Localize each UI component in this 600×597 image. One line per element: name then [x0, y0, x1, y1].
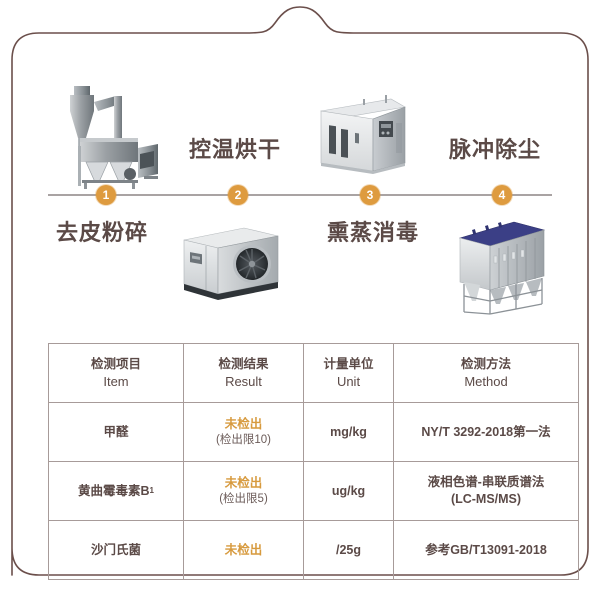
method-line-2: (LC-MS/MS): [450, 492, 522, 506]
header-method-en: Method: [464, 373, 508, 389]
table-row: 黄曲霉毒素B1 未检出 (检出限5) ug/kg 液相色谱-串联质谱法 (LC-…: [48, 461, 579, 521]
result-detection-limit: (检出限5): [219, 492, 268, 505]
step-badge-3[interactable]: 3: [360, 185, 380, 205]
step-badge-4[interactable]: 4: [492, 185, 512, 205]
header-cell-unit: 计量单位 Unit: [303, 343, 394, 403]
result-value: 未检出: [224, 475, 263, 490]
cell-item: 沙门氏菌: [48, 520, 184, 580]
grinder-machine-image: [58, 82, 168, 190]
header-unit-cn: 计量单位: [323, 356, 374, 371]
step-badge-1[interactable]: 1: [96, 185, 116, 205]
header-result-cn: 检测结果: [218, 356, 269, 371]
process-label-bottom-1: 去皮粉碎: [56, 220, 149, 245]
cell-method: NY/T 3292-2018第一法: [393, 402, 579, 462]
result-detection-limit: (检出限10): [216, 433, 271, 446]
method-line-1: 参考GB/T13091-2018: [425, 542, 547, 557]
cell-unit: /25g: [303, 520, 394, 580]
item-name: 黄曲霉毒素B: [78, 483, 150, 498]
header-unit-en: Unit: [336, 373, 361, 389]
result-value: 未检出: [224, 416, 263, 431]
header-item-cn: 检测项目: [90, 356, 141, 371]
result-value: 未检出: [224, 542, 263, 557]
header-cell-result: 检测结果 Result: [183, 343, 304, 403]
item-name: 沙门氏菌: [90, 542, 141, 557]
process-label-top-2: 脉冲除尘: [449, 137, 542, 162]
item-subscript: 1: [149, 485, 154, 495]
cell-unit: ug/kg: [303, 461, 394, 521]
process-label-bottom-2: 熏蒸消毒: [327, 220, 420, 245]
header-item-en: Item: [103, 373, 129, 389]
table-header-row: 检测项目 Item 检测结果 Result 计量单位 Unit 检测方法 Met…: [48, 343, 579, 403]
cell-method: 液相色谱-串联质谱法 (LC-MS/MS): [393, 461, 579, 521]
table-row: 甲醛 未检出 (检出限10) mg/kg NY/T 3292-2018第一法: [48, 402, 579, 462]
fumigation-machine-image: [178, 218, 284, 310]
cell-method: 参考GB/T13091-2018: [393, 520, 579, 580]
item-name: 甲醛: [103, 424, 129, 439]
method-line-1: NY/T 3292-2018第一法: [421, 424, 551, 439]
test-report-table: 检测项目 Item 检测结果 Result 计量单位 Unit 检测方法 Met…: [48, 343, 579, 580]
dust-collector-machine-image: [452, 216, 552, 316]
drying-oven-machine-image: [313, 93, 409, 175]
cell-item: 黄曲霉毒素B1: [48, 461, 184, 521]
cell-item: 甲醛: [48, 402, 184, 462]
process-label-top-1: 控温烘干: [189, 137, 282, 162]
cell-result: 未检出: [183, 520, 304, 580]
header-method-cn: 检测方法: [460, 356, 511, 371]
step-badge-2[interactable]: 2: [228, 185, 248, 205]
method-line-1: 液相色谱-串联质谱法: [427, 475, 545, 490]
cell-result: 未检出 (检出限5): [183, 461, 304, 521]
process-timeline: [48, 194, 552, 196]
header-cell-method: 检测方法 Method: [393, 343, 579, 403]
header-result-en: Result: [225, 373, 262, 389]
cell-result: 未检出 (检出限10): [183, 402, 304, 462]
header-cell-item: 检测项目 Item: [48, 343, 184, 403]
cell-unit: mg/kg: [303, 402, 394, 462]
table-row: 沙门氏菌 未检出 /25g 参考GB/T13091-2018: [48, 520, 579, 580]
